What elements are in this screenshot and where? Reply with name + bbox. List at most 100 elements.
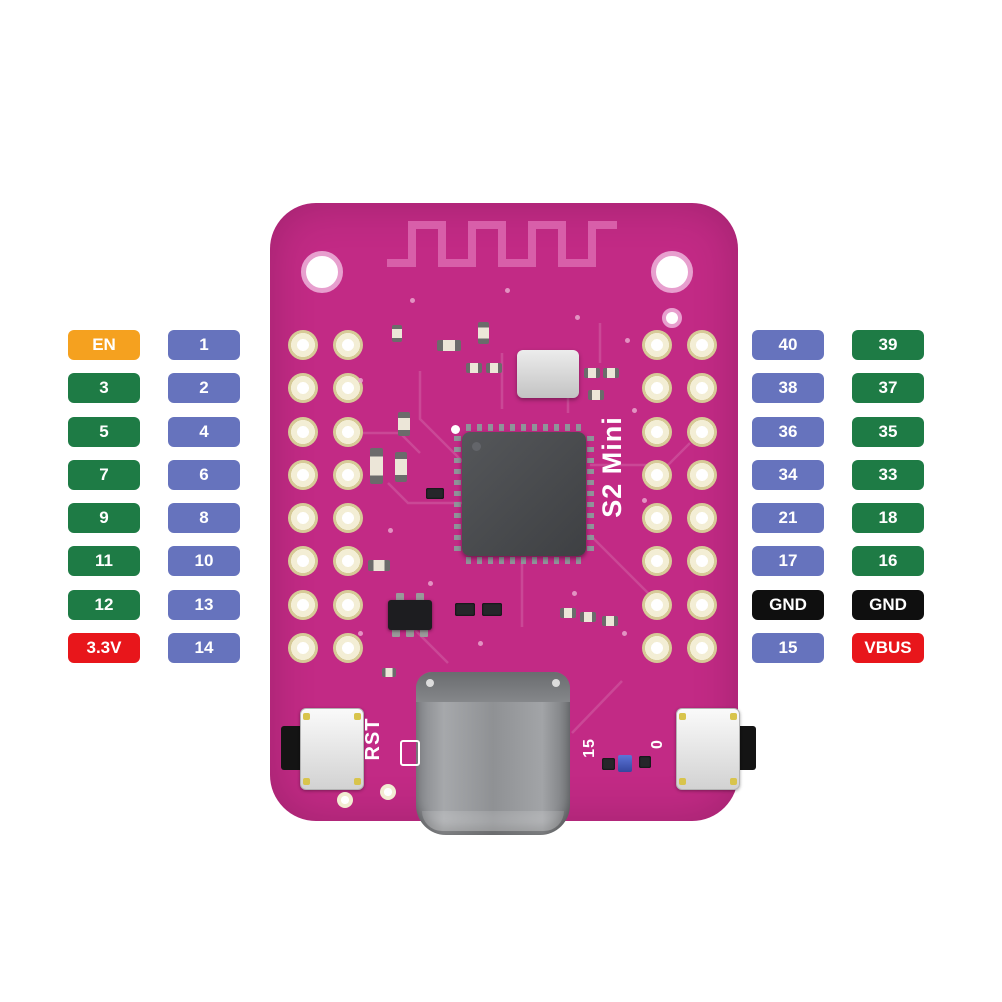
pin-label: 3.3V <box>68 633 140 664</box>
pin-hole <box>687 633 717 664</box>
board-name-silkscreen: S2 Mini <box>597 416 627 518</box>
pin-label: 3 <box>68 373 140 404</box>
button-contact <box>730 778 737 785</box>
silk-outline <box>400 740 420 766</box>
smd-component <box>398 412 410 436</box>
pin-label: 39 <box>852 330 924 360</box>
reset-button-plunger <box>281 726 303 770</box>
solder-pad <box>337 792 353 808</box>
usb-shell-lip <box>422 811 564 831</box>
regulator-leg <box>396 593 404 601</box>
pin-hole <box>333 330 363 360</box>
pin-column-left-outer: EN 3 5 7 9 11 12 3.3V <box>68 330 140 664</box>
pin-hole <box>288 330 318 360</box>
reset-button <box>300 708 364 790</box>
pin-label: 12 <box>68 589 140 620</box>
pin-holes-left-inner <box>333 330 363 664</box>
via <box>505 288 510 293</box>
pin-column-right-outer: 39 37 35 33 18 16 GND VBUS <box>852 330 924 664</box>
pin-hole <box>333 546 363 577</box>
via <box>410 298 415 303</box>
pin-hole <box>288 546 318 577</box>
pin-hole <box>642 373 672 404</box>
pin-holes-right-inner <box>642 330 672 664</box>
chip-pins-left <box>454 436 461 552</box>
button-contact <box>303 778 310 785</box>
smd-component <box>580 612 596 622</box>
pin-label: 10 <box>168 546 240 577</box>
smd-component <box>466 363 482 373</box>
pin-label: 34 <box>752 459 824 490</box>
pin-column-right-inner: 40 38 36 34 21 17 GND 15 <box>752 330 824 664</box>
pin-label: 6 <box>168 459 240 490</box>
via <box>632 408 637 413</box>
smd-component <box>382 668 396 677</box>
smd-component <box>639 756 651 768</box>
pin-label: 11 <box>68 546 140 577</box>
pin-label: 8 <box>168 503 240 534</box>
pin-hole <box>333 503 363 534</box>
pin-column-left-inner: 1 2 4 6 8 10 13 14 <box>168 330 240 664</box>
pin-hole <box>687 416 717 447</box>
chip-orientation-dot <box>472 442 481 451</box>
pin-label: 18 <box>852 503 924 534</box>
esp32-s2-chip <box>462 432 586 556</box>
pin-label: 35 <box>852 416 924 447</box>
pin-hole <box>288 459 318 490</box>
chip-pins-top <box>466 424 582 431</box>
voltage-regulator <box>388 600 432 630</box>
pin-hole <box>642 459 672 490</box>
usb-mount-tab <box>426 679 434 687</box>
via <box>358 378 363 383</box>
pin-hole <box>642 330 672 360</box>
button-contact <box>354 713 361 720</box>
pin-hole <box>687 589 717 620</box>
pin-hole <box>687 330 717 360</box>
pin-hole <box>642 546 672 577</box>
pin-hole <box>288 589 318 620</box>
regulator-leg <box>416 593 424 601</box>
board-pcb: S2 Mini <box>270 203 756 835</box>
pin-hole <box>687 459 717 490</box>
pin-hole <box>687 546 717 577</box>
via <box>575 315 580 320</box>
usb-collar <box>416 672 570 702</box>
pin15-silkscreen: 15 <box>581 738 598 758</box>
pin-label: 40 <box>752 330 824 360</box>
smd-component <box>602 758 615 770</box>
pin-label: GND <box>852 589 924 620</box>
pin-hole <box>642 589 672 620</box>
pin-hole <box>687 373 717 404</box>
via-hole <box>662 308 682 328</box>
boot-button <box>676 708 740 790</box>
chip-pins-bottom <box>466 557 582 564</box>
rst-silkscreen: RST <box>362 717 384 761</box>
pin-label: 33 <box>852 459 924 490</box>
pin-hole <box>288 503 318 534</box>
pin-label: 21 <box>752 503 824 534</box>
via <box>388 528 393 533</box>
pin-label: 7 <box>68 459 140 490</box>
smd-component <box>486 363 502 373</box>
pin-hole <box>642 416 672 447</box>
regulator-leg <box>406 629 414 637</box>
status-led <box>618 755 632 772</box>
pin-label: 37 <box>852 373 924 404</box>
via <box>478 641 483 646</box>
smd-component <box>602 616 618 626</box>
pin-label: 5 <box>68 416 140 447</box>
smd-component <box>395 452 407 482</box>
smd-component <box>392 325 402 342</box>
smd-component <box>370 448 383 484</box>
via <box>622 631 627 636</box>
via <box>428 581 433 586</box>
pin-hole <box>288 633 318 664</box>
mounting-hole <box>651 251 693 293</box>
smd-component <box>584 368 600 378</box>
button-contact <box>679 713 686 720</box>
via <box>358 631 363 636</box>
smd-component <box>437 340 461 351</box>
usb-c-connector <box>416 672 570 835</box>
smd-component <box>455 603 475 616</box>
